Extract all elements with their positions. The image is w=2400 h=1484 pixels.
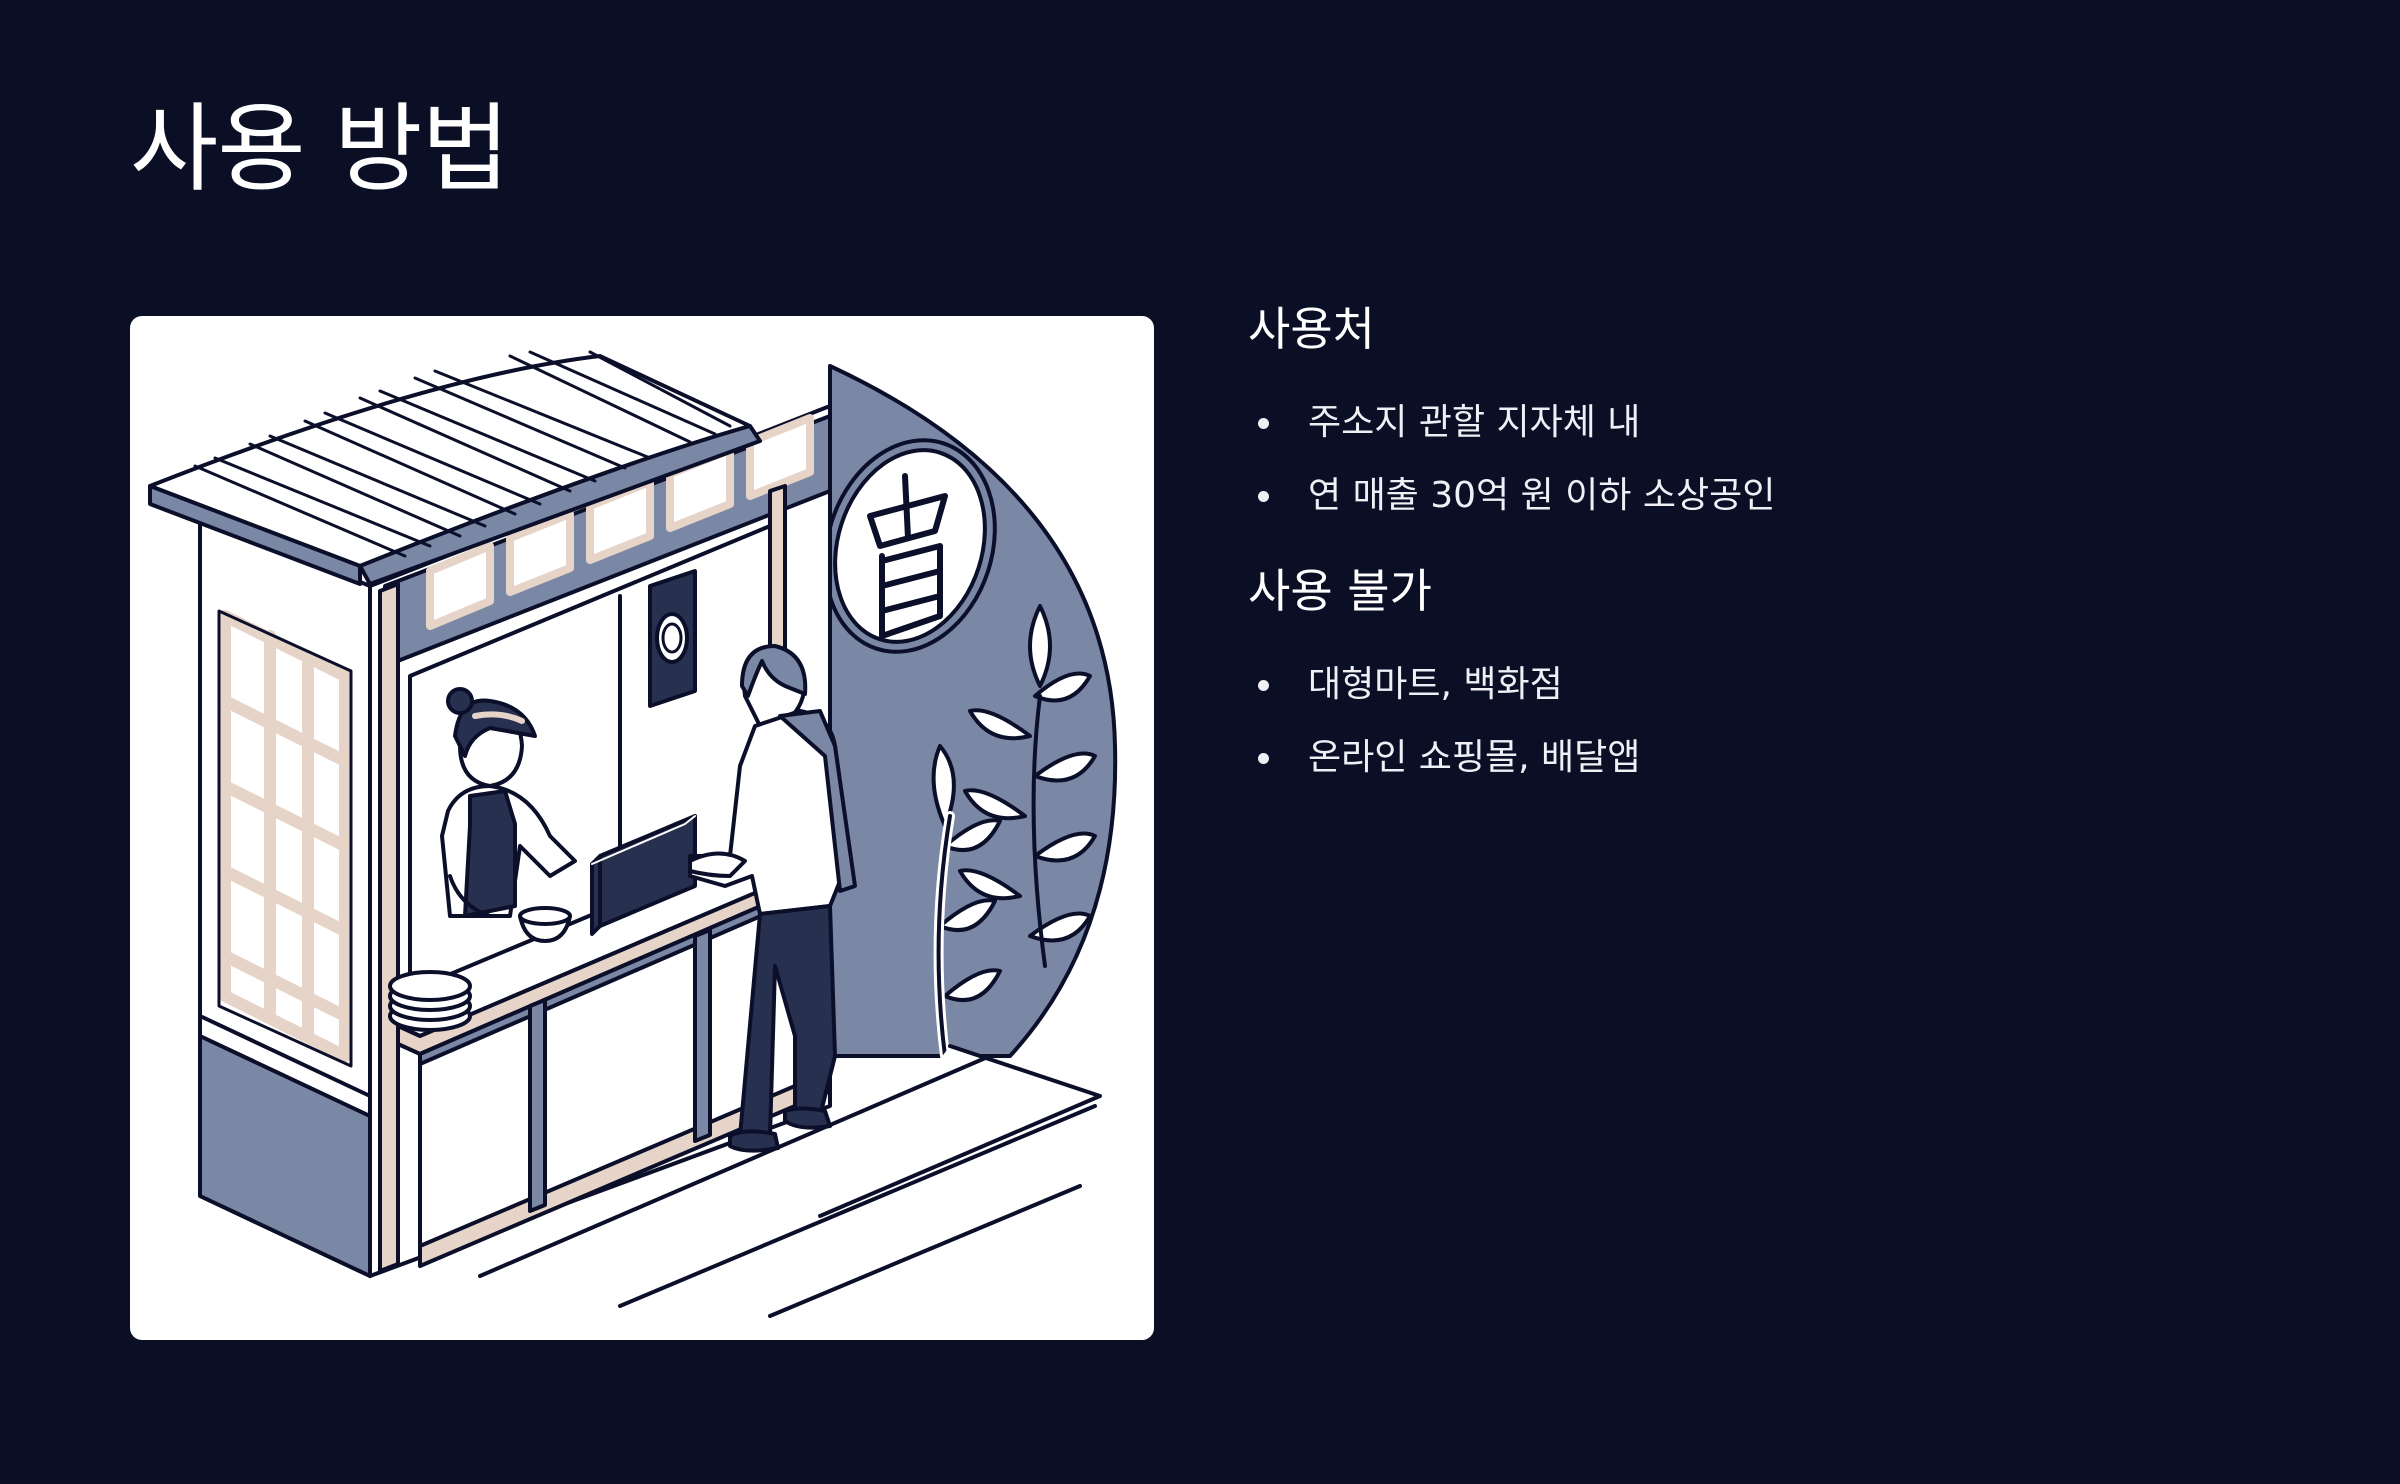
bullet-icon xyxy=(1258,679,1269,691)
list-item-text: 주소지 관할 지자체 내 xyxy=(1308,401,1641,443)
illustration-card xyxy=(130,316,1154,1340)
section-heading-usable: 사용처 xyxy=(1248,302,1375,356)
list-item-text: 대형마트, 백화점 xyxy=(1308,663,1563,705)
street-stall-illustration xyxy=(148,350,1118,1318)
list-item-text: 연 매출 30억 원 이하 소상공인 xyxy=(1308,474,1776,516)
bullet-icon xyxy=(1258,417,1269,429)
usable-list: 주소지 관할 지자체 내 연 매출 30억 원 이하 소상공인 xyxy=(1248,386,2248,532)
page-title: 사용 방법 xyxy=(130,93,510,205)
bullet-icon xyxy=(1258,490,1269,502)
list-item: 주소지 관할 지자체 내 xyxy=(1248,386,2248,459)
list-item: 온라인 쇼핑몰, 배달앱 xyxy=(1248,721,2248,794)
list-item: 대형마트, 백화점 xyxy=(1248,648,2248,721)
usage-info-panel: 사용처 주소지 관할 지자체 내 연 매출 30억 원 이하 소상공인 사용 불… xyxy=(1248,300,2248,794)
section-heading-not-usable: 사용 불가 xyxy=(1248,563,1432,618)
section-not-usable: 사용 불가 대형마트, 백화점 온라인 쇼핑몰, 배달앱 xyxy=(1248,562,2248,794)
not-usable-list: 대형마트, 백화점 온라인 쇼핑몰, 배달앱 xyxy=(1248,648,2248,794)
section-usable: 사용처 주소지 관할 지자체 내 연 매출 30억 원 이하 소상공인 xyxy=(1248,300,2248,532)
list-item: 연 매출 30억 원 이하 소상공인 xyxy=(1248,459,2248,532)
list-item-text: 온라인 쇼핑몰, 배달앱 xyxy=(1308,736,1641,778)
bullet-icon xyxy=(1258,752,1269,764)
